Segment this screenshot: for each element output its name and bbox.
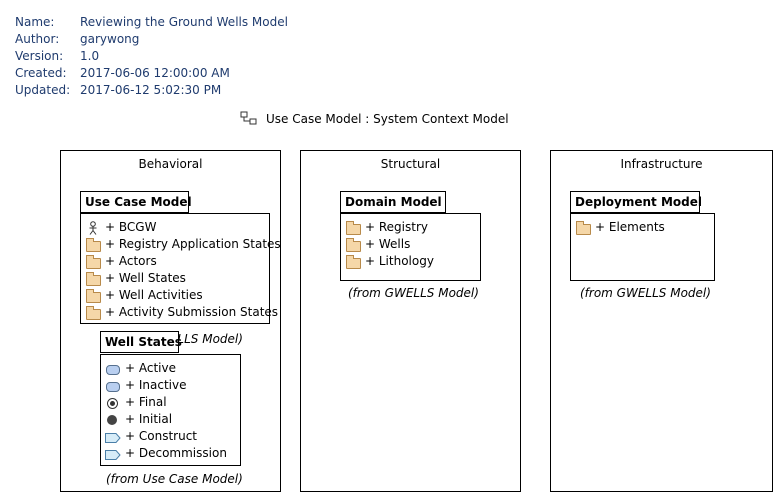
item-label: + Registry: [365, 220, 428, 234]
package-item-lithology[interactable]: + Lithology: [345, 253, 434, 270]
deployment-model-package[interactable]: + Elements: [570, 213, 715, 281]
folder-icon: [85, 237, 101, 252]
package-item-well-states[interactable]: + Well States: [85, 270, 186, 287]
item-label: + Registry Application States: [105, 237, 281, 251]
item-label: + Active: [125, 361, 176, 375]
meta-key: Author:: [15, 32, 60, 46]
folder-icon: [85, 288, 101, 303]
package-item-well-activities[interactable]: + Well Activities: [85, 287, 203, 304]
item-label: + Well States: [105, 271, 186, 285]
meta-row-version: Version: 1.0: [15, 48, 288, 65]
meta-value: 2017-06-06 12:00:00 AM: [80, 66, 230, 80]
meta-value: Reviewing the Ground Wells Model: [80, 15, 288, 29]
package-name: Well States: [105, 335, 182, 349]
package-name: Deployment Model: [575, 195, 702, 209]
meta-row-name: Name: Reviewing the Ground Wells Model: [15, 14, 288, 31]
state-item-construct[interactable]: + Construct: [105, 428, 197, 445]
use-case-model-package[interactable]: + BCGW + Registry Application States + A…: [80, 213, 281, 324]
diagram-metadata: Name: Reviewing the Ground Wells Model Au…: [15, 14, 288, 99]
item-label: + Initial: [125, 412, 173, 426]
package-item-elements[interactable]: + Elements: [575, 219, 665, 236]
folder-icon: [345, 254, 361, 269]
state-item-decommission[interactable]: + Decommission: [105, 445, 227, 462]
state-item-final[interactable]: + Final: [105, 394, 167, 411]
meta-value: 2017-06-12 5:02:30 PM: [80, 83, 222, 97]
item-label: + Decommission: [125, 446, 227, 460]
meta-key: Created:: [15, 66, 67, 80]
item-label: + Inactive: [125, 378, 187, 392]
well-states-package[interactable]: + Active + Inactive + Final + Initial + …: [100, 354, 241, 466]
infrastructure-label: Infrastructure: [620, 157, 703, 171]
folder-icon: [85, 254, 101, 269]
domain-model-origin: (from GWELLS Model): [348, 286, 479, 300]
folder-icon: [85, 305, 101, 320]
folder-icon: [345, 220, 361, 235]
structural-boundary[interactable]: Structural: [300, 150, 521, 492]
state-icon: [105, 379, 121, 393]
diagram-icon: [240, 111, 257, 125]
package-item-actors[interactable]: + Actors: [85, 253, 157, 270]
well-states-origin: (from Use Case Model): [106, 472, 243, 486]
state-item-inactive[interactable]: + Inactive: [105, 377, 187, 394]
folder-icon: [345, 237, 361, 252]
domain-model-package[interactable]: + Registry + Wells + Lithology: [340, 213, 481, 281]
item-label: + Actors: [105, 254, 157, 268]
meta-key: Version:: [15, 49, 64, 63]
initial-state-icon: [105, 413, 121, 427]
deployment-model-tab[interactable]: Deployment Model: [570, 191, 702, 213]
deployment-model-origin: (from GWELLS Model): [580, 286, 711, 300]
structural-label: Structural: [380, 157, 441, 171]
use-case-model-tab[interactable]: Use Case Model: [80, 191, 192, 213]
meta-key: Name:: [15, 15, 55, 29]
well-states-tab[interactable]: Well States: [100, 331, 182, 353]
diagram-title-text: Use Case Model : System Context Model: [266, 112, 509, 126]
final-state-icon: [105, 396, 121, 410]
package-item-registry-application-states[interactable]: + Registry Application States: [85, 236, 281, 253]
signal-icon: [105, 430, 121, 444]
meta-row-updated: Updated: 2017-06-12 5:02:30 PM: [15, 82, 288, 99]
state-item-active[interactable]: + Active: [105, 360, 176, 377]
package-item-bcgw[interactable]: + BCGW: [85, 219, 156, 236]
item-label: + BCGW: [105, 220, 157, 234]
meta-key: Updated:: [15, 83, 71, 97]
item-label: + Wells: [365, 237, 411, 251]
meta-value: garywong: [80, 32, 140, 46]
item-label: + Elements: [595, 220, 665, 234]
package-name: Use Case Model: [85, 195, 192, 209]
folder-icon: [575, 220, 591, 235]
package-name: Domain Model: [345, 195, 442, 209]
item-label: + Well Activities: [105, 288, 203, 302]
meta-row-author: Author: garywong: [15, 31, 288, 48]
state-item-initial[interactable]: + Initial: [105, 411, 172, 428]
behavioral-label: Behavioral: [138, 157, 203, 171]
item-label: + Final: [125, 395, 167, 409]
signal-icon: [105, 447, 121, 461]
item-label: + Lithology: [365, 254, 434, 268]
package-item-activity-submission-states[interactable]: + Activity Submission States: [85, 304, 278, 321]
meta-value: 1.0: [80, 49, 100, 63]
item-label: + Construct: [125, 429, 197, 443]
diagram-title: Use Case Model : System Context Model: [240, 111, 509, 127]
folder-icon: [85, 271, 101, 286]
domain-model-tab[interactable]: Domain Model: [340, 191, 446, 213]
package-item-wells[interactable]: + Wells: [345, 236, 410, 253]
meta-row-created: Created: 2017-06-06 12:00:00 AM: [15, 65, 288, 82]
package-item-registry[interactable]: + Registry: [345, 219, 428, 236]
actor-icon: [85, 220, 101, 235]
state-icon: [105, 362, 121, 376]
item-label: + Activity Submission States: [105, 305, 279, 319]
